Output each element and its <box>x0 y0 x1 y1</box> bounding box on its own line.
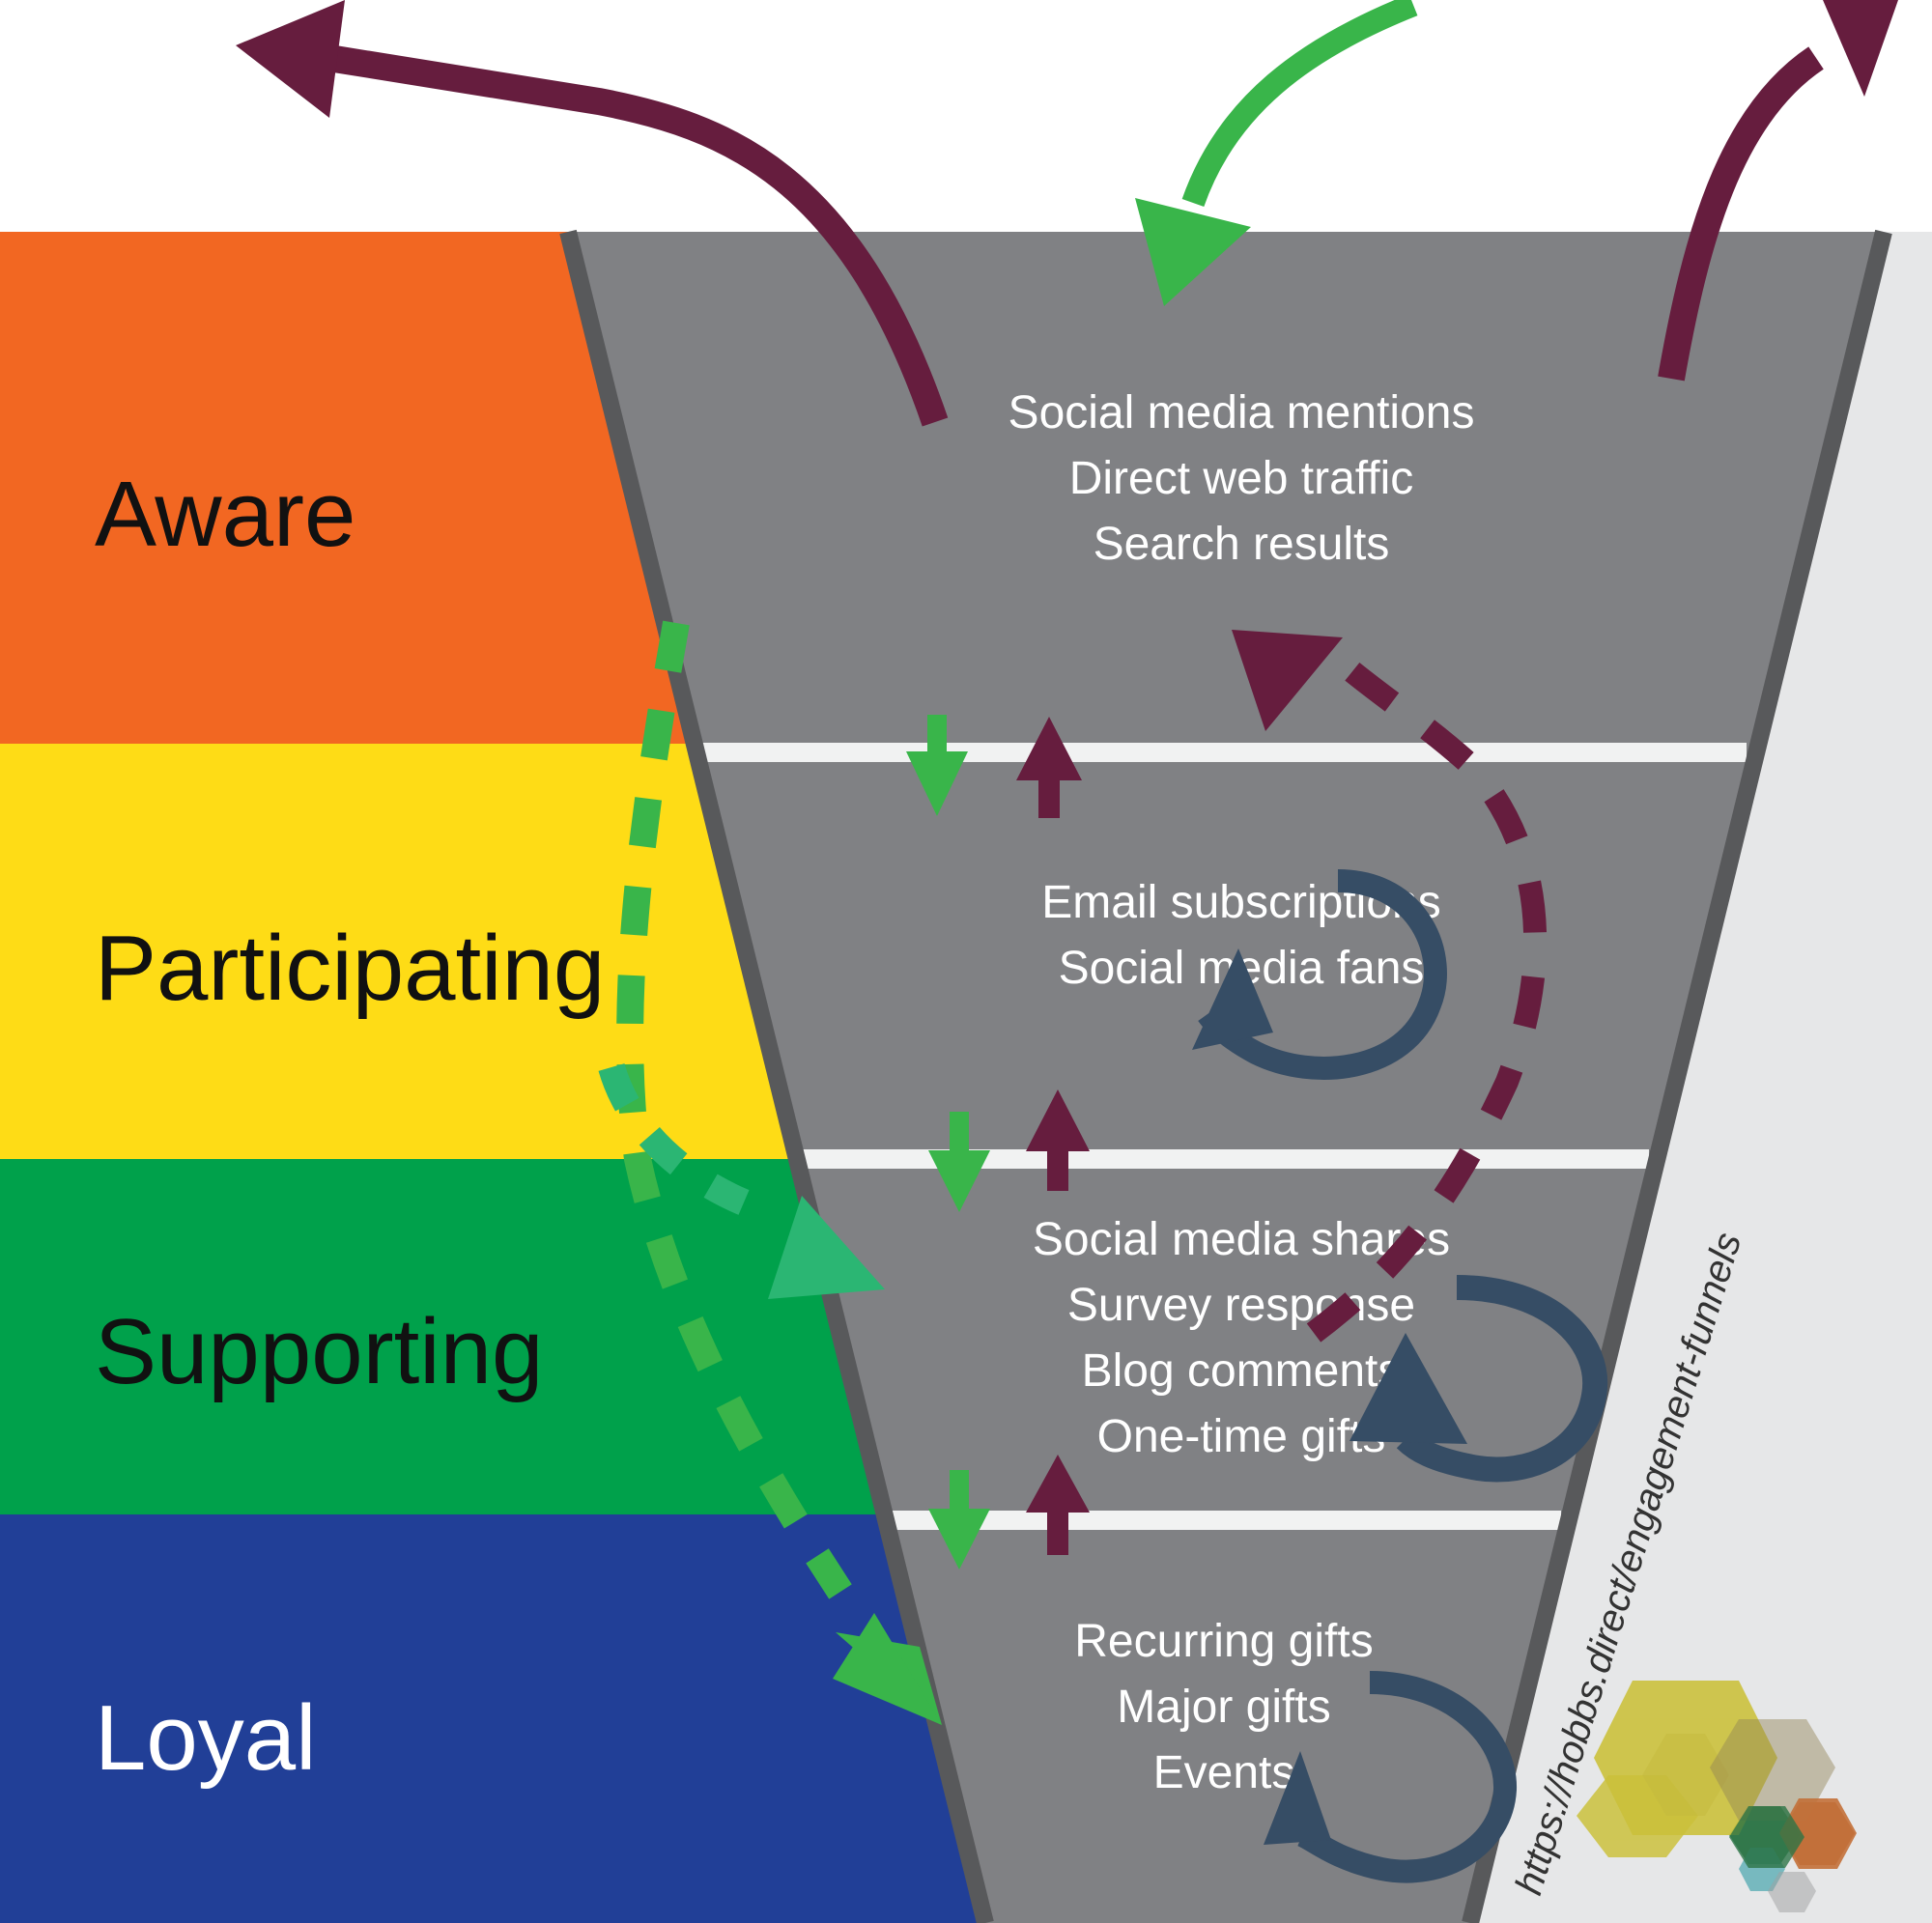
outflow-arrow-right <box>1658 0 1898 382</box>
metric-text: Search results <box>1094 519 1390 570</box>
metric-text: Direct web traffic <box>1069 453 1414 504</box>
down-arrow-head <box>906 751 968 816</box>
dashed-skip-arrows <box>598 620 942 1725</box>
down-arrow-head <box>928 1150 990 1212</box>
stage-label-loyal: Loyal <box>95 1686 317 1790</box>
stage-label-supporting: Supporting <box>95 1300 543 1403</box>
down-arrow <box>950 1470 969 1511</box>
metric-text: One-time gifts <box>1097 1411 1386 1462</box>
loop-arrow-participating <box>1192 869 1447 1080</box>
metric-text: Social media shares <box>1033 1214 1450 1265</box>
loop-arrow-loyal <box>1264 1671 1517 1883</box>
metric-text: Blog comments <box>1082 1345 1402 1397</box>
metric-text: Survey response <box>1067 1280 1415 1331</box>
section-aware-metrics: Social media mentions Direct web traffic… <box>1009 387 1475 570</box>
right-panel <box>1478 232 1932 1923</box>
down-arrow <box>927 715 947 753</box>
up-arrow-head <box>1026 1089 1090 1151</box>
inflow-arrow <box>1135 0 1418 306</box>
transition-arrows-1 <box>906 715 1082 818</box>
funnel-body <box>570 232 1884 1923</box>
up-arrow-head <box>1016 717 1082 780</box>
up-arrow <box>1047 1512 1068 1555</box>
dashed-return-arrow <box>1232 630 1548 1343</box>
logo <box>1577 1681 1857 1912</box>
up-arrow <box>1038 778 1060 818</box>
transition-arrows-3 <box>928 1455 1090 1570</box>
section-supporting-metrics: Social media shares Survey response Blog… <box>1033 1214 1450 1462</box>
down-arrow-head <box>928 1509 990 1570</box>
transition-arrows-2 <box>928 1089 1090 1212</box>
up-arrow-head <box>1026 1455 1090 1513</box>
funnel-left-edge <box>559 229 994 1923</box>
loop-arrow-supporting <box>1350 1275 1608 1483</box>
down-arrow <box>950 1112 969 1152</box>
metric-text: Major gifts <box>1117 1682 1330 1733</box>
metric-text: Recurring gifts <box>1074 1616 1373 1667</box>
stage-label-aware: Aware <box>95 463 355 566</box>
metric-text: Events <box>1153 1747 1295 1798</box>
outflow-arrow-left <box>236 0 949 427</box>
up-arrow <box>1047 1147 1068 1191</box>
funnel-right-edge <box>1462 229 1892 1923</box>
metric-text: Social media mentions <box>1009 387 1475 438</box>
section-loyal-metrics: Recurring gifts Major gifts Events <box>1074 1616 1373 1798</box>
stage-label-participating: Participating <box>95 917 605 1020</box>
